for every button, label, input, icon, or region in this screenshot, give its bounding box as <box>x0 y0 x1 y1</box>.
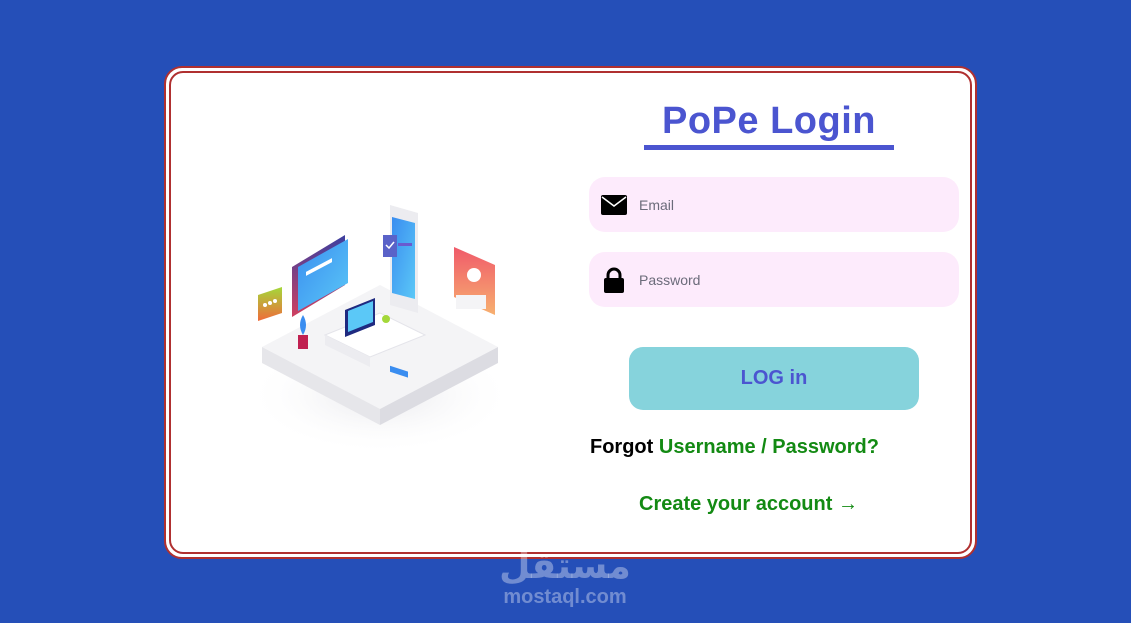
envelope-icon <box>601 192 627 218</box>
forgot-credentials: Forgot Username / Password? <box>590 436 879 459</box>
title-underline <box>644 145 894 150</box>
forgot-prefix: Forgot <box>590 436 654 458</box>
page-title: PoPe Login <box>662 100 876 142</box>
password-input[interactable] <box>639 264 939 295</box>
forgot-credentials-link[interactable]: Username / Password? <box>658 436 879 458</box>
watermark-arabic: مستقل <box>499 546 631 587</box>
lock-icon <box>601 267 627 293</box>
watermark-latin: mostaql.com <box>503 586 627 608</box>
watermark: مستقل mostaql.com <box>480 546 650 609</box>
password-field-container[interactable] <box>589 252 959 307</box>
email-field-container[interactable] <box>589 177 959 232</box>
email-input[interactable] <box>639 189 939 220</box>
login-button[interactable]: LOG in <box>629 347 919 410</box>
workspace-illustration <box>245 205 510 455</box>
create-account-link[interactable]: Create your account → <box>639 493 858 515</box>
login-card-inner <box>169 71 972 554</box>
